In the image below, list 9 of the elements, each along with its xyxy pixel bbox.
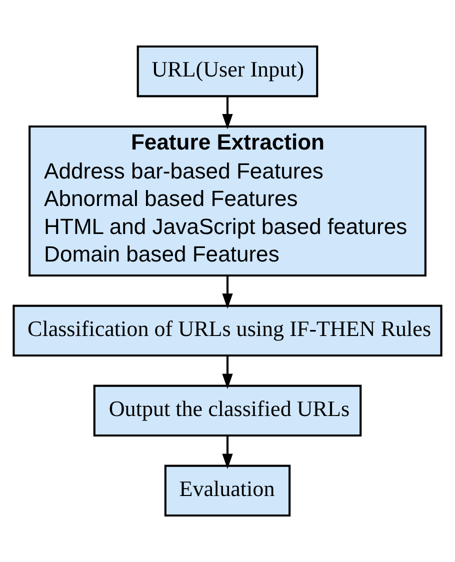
node-box: Feature Extraction Address bar-based Features Abnormal based Features HTML and JavaScript based features Domain based Features bbox=[28, 125, 426, 277]
node-box: Evaluation bbox=[164, 464, 291, 517]
arrow bbox=[222, 436, 233, 469]
arrow bbox=[222, 276, 233, 309]
arrow bbox=[222, 96, 233, 130]
node-box: Output the classified URLs bbox=[93, 384, 362, 437]
node-box: Classification of URLs using IF-THEN Rules bbox=[12, 304, 442, 357]
node-box: URL(User Input) bbox=[136, 45, 318, 98]
arrow bbox=[222, 356, 233, 389]
